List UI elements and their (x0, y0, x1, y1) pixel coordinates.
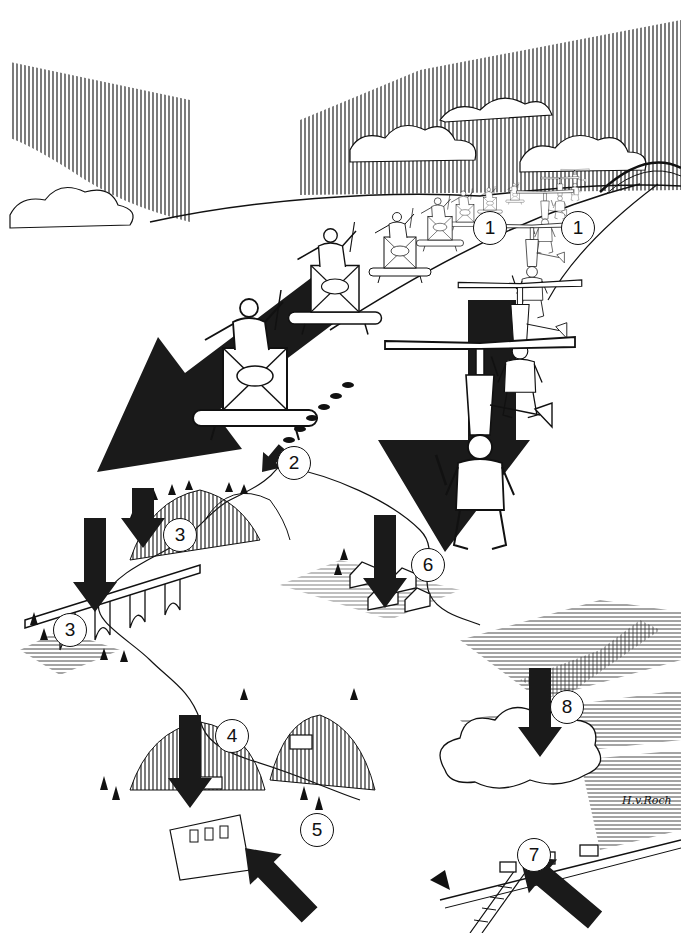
callout-number: 7 (517, 838, 551, 872)
callout-number: 8 (550, 690, 584, 724)
callout-number: 6 (411, 548, 445, 582)
callout-number: 2 (277, 446, 311, 480)
artist-signature: H.v.Roch (622, 794, 672, 807)
callout-number: 4 (215, 719, 249, 753)
callout-number: 5 (300, 813, 334, 847)
callout-number: 1 (561, 211, 595, 245)
callout-number: 3 (53, 613, 87, 647)
callout-number: 1 (473, 211, 507, 245)
callout-number: 3 (163, 518, 197, 552)
